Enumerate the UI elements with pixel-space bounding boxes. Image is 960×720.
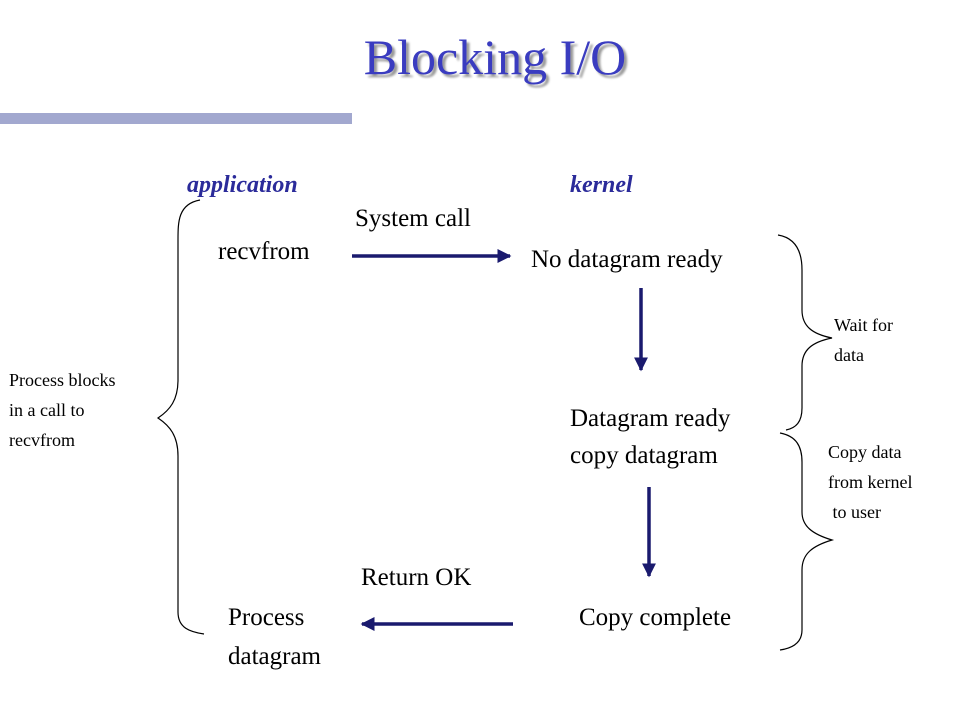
copy-complete-label: Copy complete [579, 604, 732, 631]
process-blocks-annotation: Process blocks in a call to recvfrom [9, 365, 116, 455]
process-blocks-line-1: Process blocks [9, 370, 116, 390]
copy-data-annotation: Copy data from kernel to user [828, 437, 912, 527]
process-blocks-line-2: in a call to [9, 400, 85, 420]
datagram-ready-label: Datagram ready [570, 405, 731, 432]
title-underline-bar [0, 113, 352, 124]
copy-data-line-3: to user [828, 502, 882, 522]
process-datagram-line-2: datagram [228, 643, 322, 670]
system-call-label: System call [355, 205, 471, 232]
copy-datagram-label: copy datagram [570, 442, 718, 469]
wait-for-data-line-2: data [834, 345, 864, 365]
wait-for-data-brace [777, 234, 833, 431]
wait-for-data-line-1: Wait for [834, 315, 894, 335]
copy-data-line-1: Copy data [828, 442, 902, 462]
return-ok-label: Return OK [361, 564, 472, 591]
recvfrom-label: recvfrom [218, 238, 310, 265]
kernel-heading: kernel [570, 172, 633, 198]
copy-data-brace [779, 432, 835, 651]
process-blocks-brace [156, 199, 205, 635]
application-heading: application [187, 172, 298, 198]
process-datagram-line-1: Process [228, 604, 305, 631]
wait-for-data-annotation: Wait for data [834, 310, 893, 370]
no-datagram-ready-label: No datagram ready [531, 246, 723, 273]
slide-title: Blocking I/O [363, 29, 627, 85]
copy-data-line-2: from kernel [828, 472, 913, 492]
process-blocks-line-3: recvfrom [9, 430, 75, 450]
